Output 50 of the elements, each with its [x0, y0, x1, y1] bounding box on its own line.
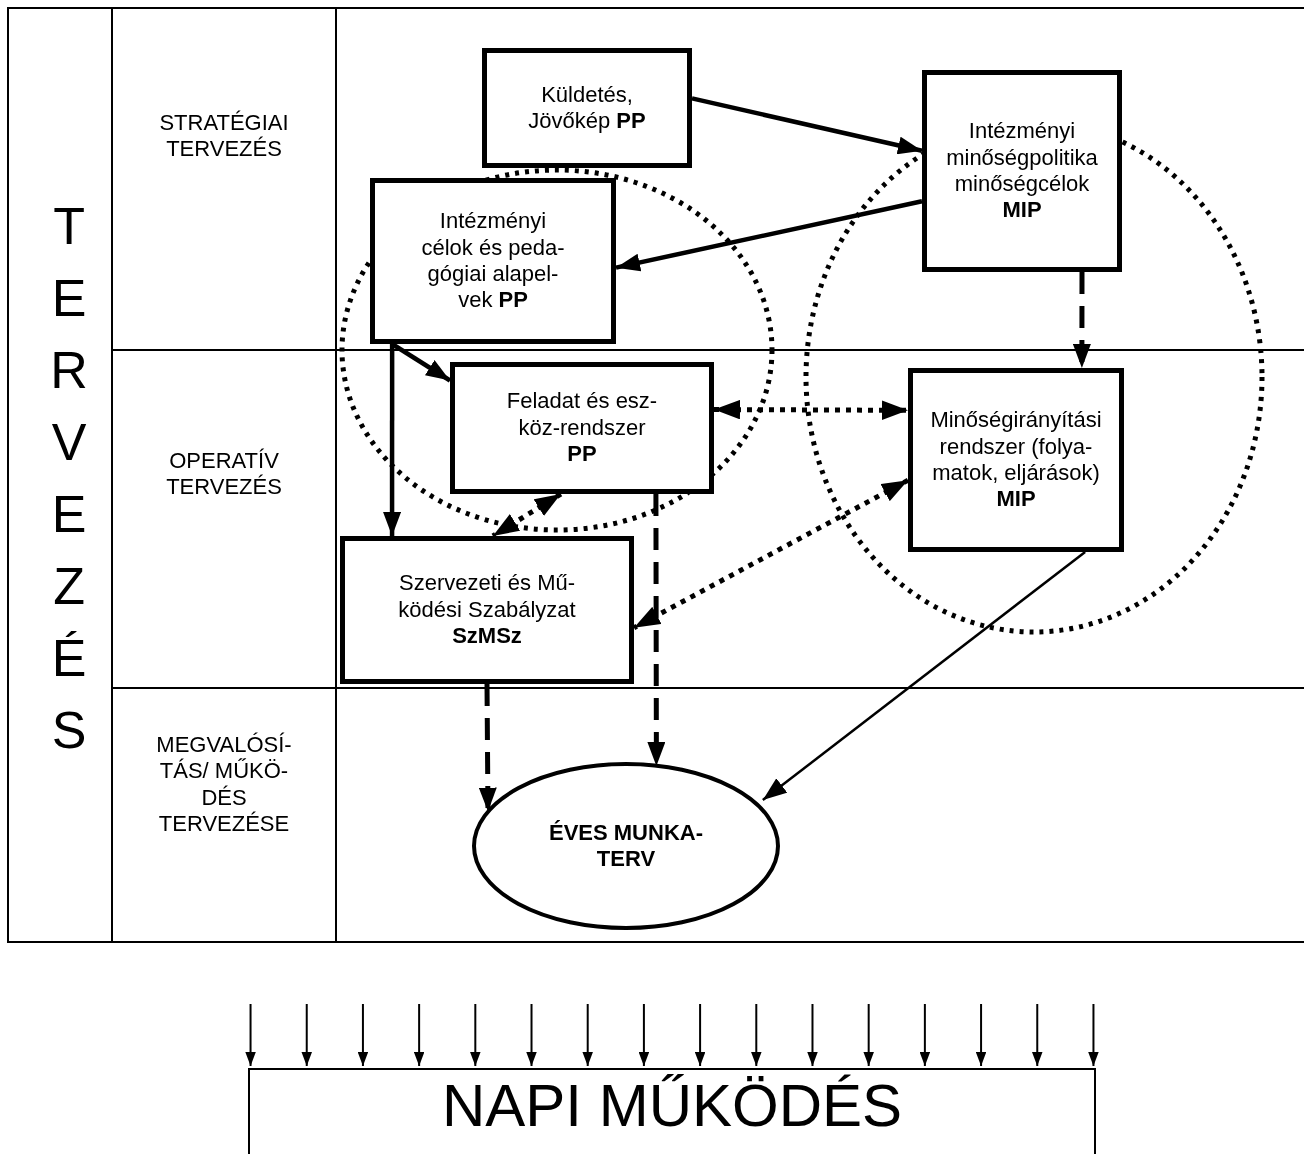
arrow [478, 684, 497, 812]
box-text: PP [567, 441, 597, 468]
process-box [922, 70, 1122, 272]
arrow [383, 344, 402, 536]
result-box [248, 1068, 1096, 1154]
box-text: Intézményi minőségpolitika minőségcélok [945, 118, 1099, 198]
box-text: ÉVES MUNKA- TERV [548, 819, 704, 873]
arrow [1032, 1003, 1043, 1067]
box-text: Feladat és esz- köz-rendszer [505, 388, 659, 442]
arrow [526, 1003, 537, 1067]
process-box [340, 536, 634, 684]
row-heading: TERVEZÉS [49, 196, 89, 761]
row-label: MEGVALÓSÍ- TÁS/ MŰKÖ- DÉS TERVEZÉSE [155, 732, 293, 838]
arrow [301, 1003, 312, 1067]
box-text: Intézményi célok és peda- gógiai alapel- vek PP [420, 208, 566, 314]
arrow [615, 199, 923, 273]
arrow [647, 494, 666, 766]
process-box [370, 178, 616, 344]
arrow [691, 96, 923, 156]
arrow [919, 1003, 931, 1067]
dotted-ellipse [342, 170, 772, 530]
box-text: SzMSz [452, 623, 522, 650]
box-text: Küldetés, Jövőkép PP [527, 81, 647, 135]
row-label: STRATÉGIAI TERVEZÉS [158, 110, 290, 163]
arrow [245, 1003, 256, 1067]
arrow [762, 551, 1086, 802]
arrow [413, 1003, 425, 1067]
arrow [638, 1003, 650, 1067]
arrow [714, 399, 908, 420]
box-text: MIP [996, 486, 1036, 513]
row-label: OPERATÍV TERVEZÉS [165, 448, 283, 501]
process-box [482, 48, 692, 168]
arrow [807, 1003, 818, 1067]
arrow [632, 478, 910, 630]
arrow [975, 1003, 987, 1067]
ellipse-node [474, 764, 778, 928]
process-box [450, 362, 714, 494]
arrow [582, 1003, 593, 1067]
arrow [357, 1003, 369, 1067]
arrow [694, 1003, 706, 1067]
arrow [1072, 272, 1091, 368]
arrow [1088, 1003, 1099, 1067]
box-text: MIP [1002, 197, 1042, 224]
box-text: Minőségirányítási rendszer (folya- matok, eljárások) [929, 407, 1103, 487]
arrow [863, 1003, 874, 1067]
process-box [908, 368, 1124, 552]
arrow [751, 1003, 762, 1067]
box-text: NAPI MŰKÖDÉS [441, 1071, 903, 1141]
box-text: Szervezeti és Mű- ködési Szabályzat [397, 570, 577, 624]
arrow [470, 1003, 481, 1067]
